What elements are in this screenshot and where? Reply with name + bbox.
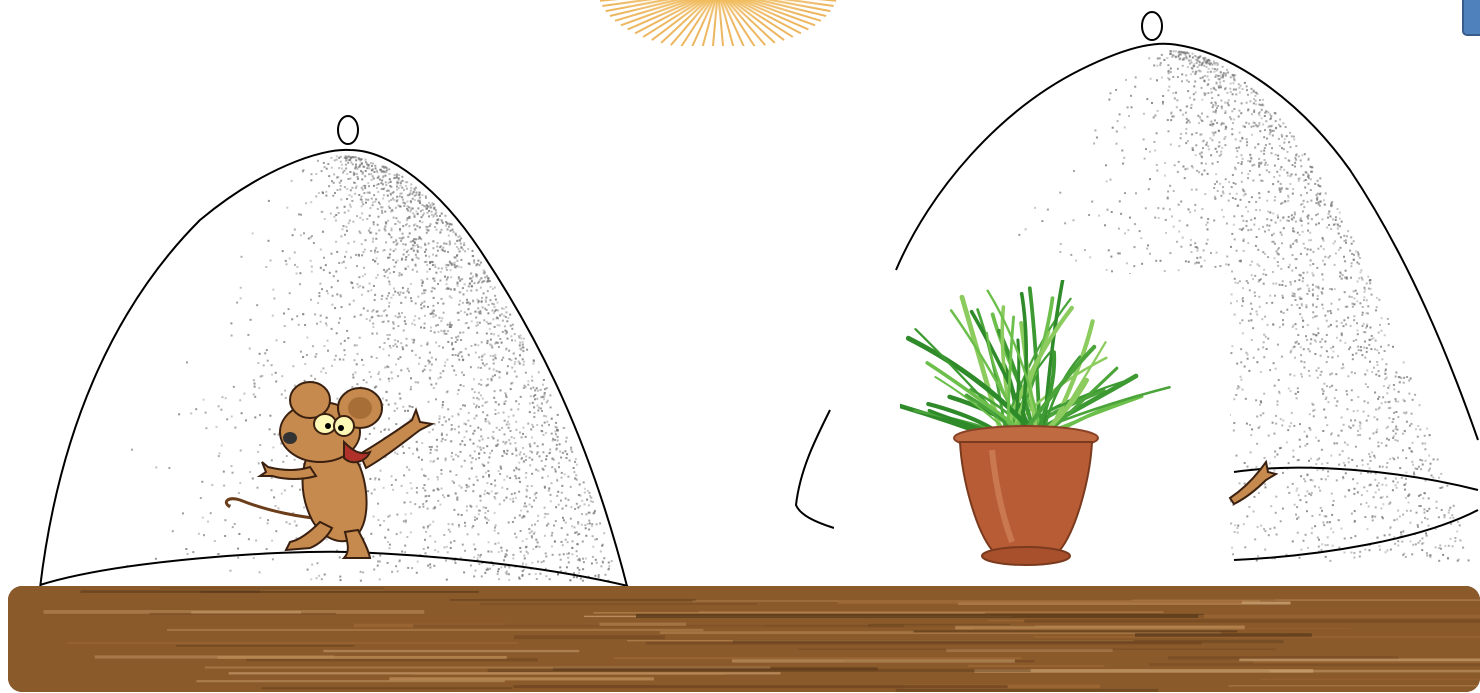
potted-plant-icon bbox=[900, 280, 1180, 580]
mouse-hand-icon bbox=[1228, 456, 1278, 506]
mouse-icon bbox=[220, 372, 450, 562]
wooden-shelf bbox=[8, 586, 1480, 692]
